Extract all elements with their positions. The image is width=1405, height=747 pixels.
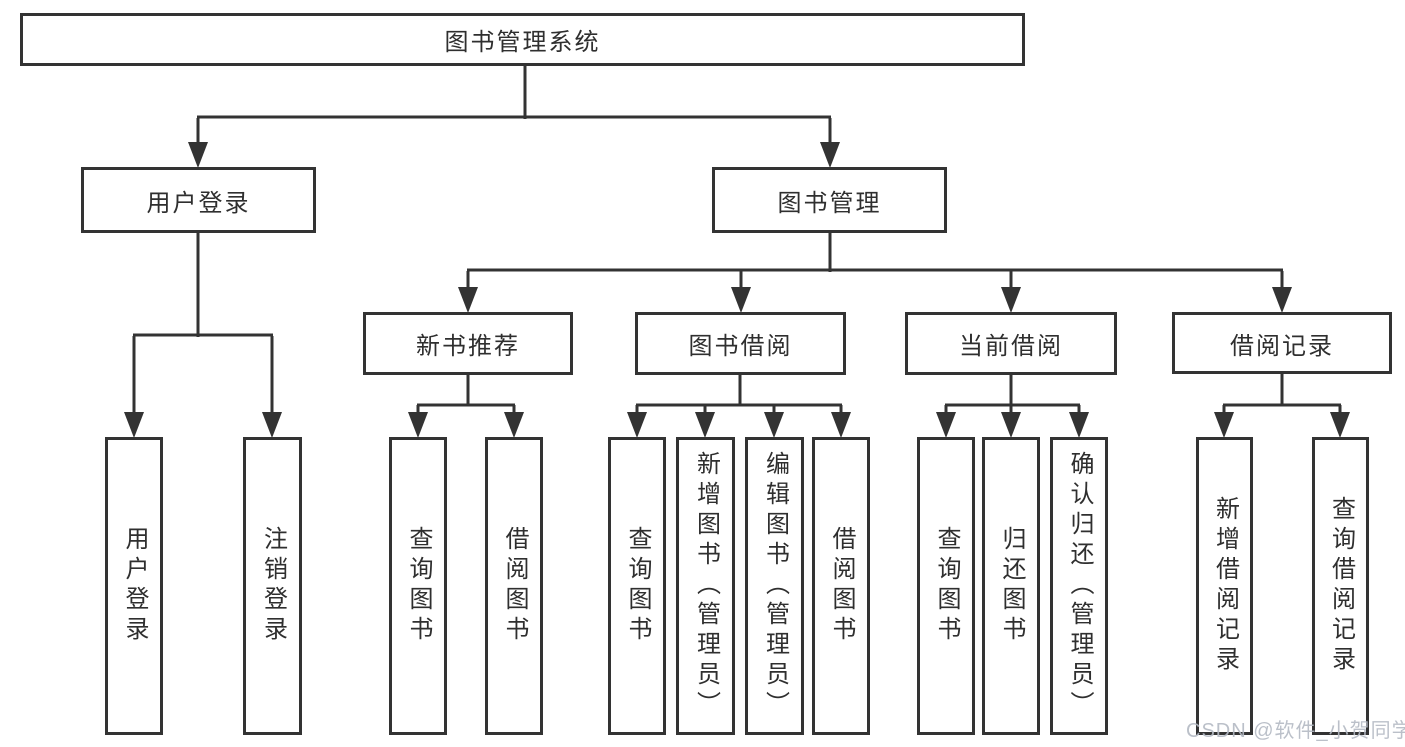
leaf-record-add: 新增借阅记录 [1196, 437, 1253, 735]
leaf-label: 确认归还（管理员） [1066, 451, 1093, 721]
leaf-label: 借阅图书 [828, 526, 855, 646]
leaf-label: 查询图书 [405, 526, 432, 646]
leaf-label: 注销登录 [259, 526, 287, 646]
leaf-current-query-book: 查询图书 [917, 437, 975, 735]
leaf-label: 借阅图书 [501, 526, 528, 646]
node-book-management: 图书管理 [712, 167, 947, 233]
leaf-label: 新增借阅记录 [1211, 496, 1239, 676]
node-current-borrow: 当前借阅 [905, 312, 1117, 375]
leaf-label: 用户登录 [121, 526, 148, 646]
arrowheads [124, 142, 1350, 438]
leaf-record-query: 查询借阅记录 [1312, 437, 1369, 735]
leaf-label: 查询图书 [933, 526, 960, 646]
leaf-current-confirm-return: 确认归还（管理员） [1050, 437, 1108, 735]
node-book-borrow: 图书借阅 [635, 312, 846, 375]
leaf-label: 新增图书（管理员） [692, 451, 720, 721]
leaf-label: 编辑图书（管理员） [761, 451, 789, 721]
leaf-label: 归还图书 [998, 526, 1025, 646]
leaf-borrow-edit-book: 编辑图书（管理员） [745, 437, 804, 735]
node-borrow-record: 借阅记录 [1172, 312, 1392, 374]
leaf-borrow-add-book: 新增图书（管理员） [676, 437, 735, 735]
leaf-recommend-query-book: 查询图书 [389, 437, 447, 735]
leaf-logout: 注销登录 [243, 437, 302, 735]
node-root: 图书管理系统 [20, 13, 1025, 66]
node-user-login: 用户登录 [81, 167, 316, 233]
leaf-label: 查询图书 [624, 526, 651, 646]
node-new-book-recommend: 新书推荐 [363, 312, 573, 375]
leaf-user-login: 用户登录 [105, 437, 163, 735]
leaf-borrow-query-book: 查询图书 [608, 437, 666, 735]
leaf-label: 查询借阅记录 [1327, 496, 1355, 676]
watermark: CSDN @软件_小贺同学 [1186, 720, 1405, 742]
leaf-recommend-borrow-book: 借阅图书 [485, 437, 543, 735]
leaf-current-return-book: 归还图书 [982, 437, 1040, 735]
leaf-borrow-borrow-book: 借阅图书 [812, 437, 870, 735]
